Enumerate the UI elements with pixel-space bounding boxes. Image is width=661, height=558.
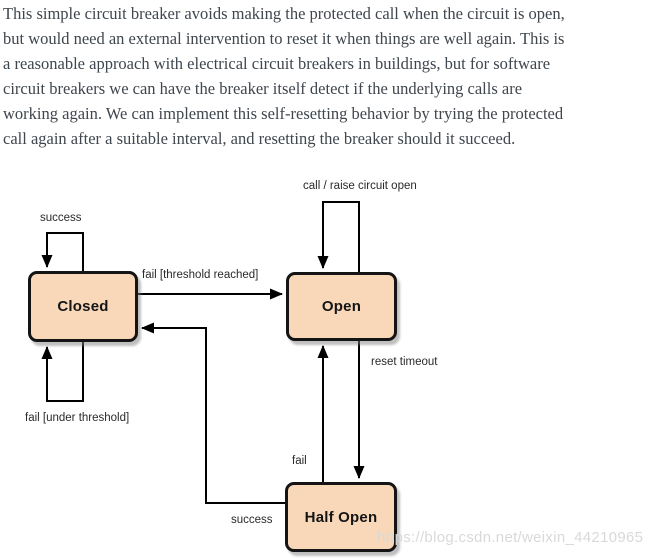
- edge-label-reset-timeout: reset timeout: [371, 356, 438, 368]
- edge-label-closed-fail-under-threshold: fail [under threshold]: [25, 412, 130, 424]
- paragraph-line: circuit breakers we can have the breaker…: [3, 79, 523, 98]
- paragraph-line: call again after a suitable interval, an…: [3, 129, 516, 148]
- intro-paragraph: This simple circuit breaker avoids makin…: [3, 1, 659, 151]
- state-half-open-label: Half Open: [304, 508, 378, 526]
- paragraph-line: This simple circuit breaker avoids makin…: [3, 4, 565, 23]
- edge-label-call-raise-circuit-open: call / raise circuit open: [303, 180, 417, 192]
- state-open: Open: [286, 272, 397, 341]
- state-closed: Closed: [28, 271, 138, 342]
- edge-open-call-loop: [317, 201, 360, 274]
- edge-closed-success-loop: [41, 232, 84, 273]
- state-closed-label: Closed: [57, 298, 109, 315]
- paragraph-line: working again. We can implement this sel…: [3, 104, 564, 123]
- watermark-url: https://blog.csdn.net/weixin_44210965: [377, 529, 644, 546]
- state-open-label: Open: [321, 298, 362, 315]
- paragraph-line: but would need an external intervention …: [3, 29, 565, 48]
- paragraph-line: a reasonable approach with electrical ci…: [3, 54, 551, 73]
- edge-label-fail-threshold-reached: fail [threshold reached]: [142, 269, 259, 281]
- edge-halfopen-to-closed: [141, 322, 287, 504]
- edge-label-halfopen-success: success: [231, 514, 273, 526]
- edge-closed-fail-loop: [41, 340, 84, 402]
- edge-label-closed-success: success: [40, 212, 82, 224]
- edge-label-halfopen-fail: fail: [292, 455, 307, 467]
- state-half-open: Half Open: [285, 482, 397, 552]
